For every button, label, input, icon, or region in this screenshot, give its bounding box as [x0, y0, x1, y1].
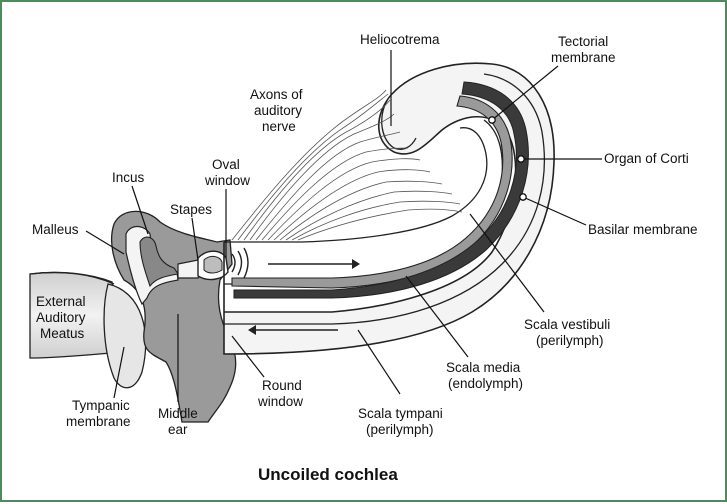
- leader-basilar: [522, 196, 587, 226]
- leader-malleus: [85, 230, 125, 255]
- label-media-1: Scala media: [446, 360, 521, 375]
- label-vestibuli-1: Scala vestibuli: [524, 317, 610, 332]
- label-tympanic-2: membrane: [66, 414, 131, 429]
- leader-stapes: [191, 217, 199, 261]
- ear-canal-upper-edge: [29, 271, 115, 285]
- label-round-1: Round: [262, 378, 302, 393]
- label-organ-corti: Organ of Corti: [604, 151, 689, 166]
- label-tympani-1: Scala tympani: [358, 406, 443, 421]
- label-stapes: Stapes: [170, 202, 212, 217]
- figure-title: Uncoiled cochlea: [258, 465, 398, 484]
- tympanic-membrane-shape: [103, 283, 147, 389]
- label-round-2: window: [257, 394, 303, 409]
- basilar-membrane-band: [233, 81, 529, 299]
- label-tectorial-2: membrane: [551, 50, 616, 65]
- label-heliocotrema: Heliocotrema: [360, 32, 440, 47]
- label-axons-1: Axons of: [250, 87, 303, 102]
- label-basilar: Basilar membrane: [588, 222, 698, 237]
- label-oval-2: window: [204, 173, 250, 188]
- leader-tectorial: [491, 65, 559, 121]
- leader-media: [405, 275, 469, 358]
- dot-basilar: [519, 193, 527, 201]
- leader-incus: [131, 185, 149, 235]
- leader-vestibuli: [469, 213, 545, 313]
- label-eam-1: External: [36, 294, 86, 309]
- dot-tectorial: [488, 116, 496, 124]
- label-media-2: (endolymph): [448, 376, 523, 391]
- flow-arrow-forward-head: [352, 259, 360, 269]
- label-axons-2: auditory: [254, 103, 302, 118]
- label-malleus: Malleus: [32, 222, 79, 237]
- leader-tympanic: [113, 346, 125, 399]
- label-axons-3: nerve: [262, 119, 296, 134]
- label-tympanic-1: Tympanic: [72, 398, 130, 413]
- leader-round: [231, 335, 265, 378]
- flow-arrow-back-head: [248, 325, 256, 335]
- oval-window-inner: [203, 255, 223, 274]
- helicotrema-tip: [381, 93, 417, 150]
- leader-tympani: [357, 329, 401, 395]
- label-middle-2: ear: [168, 422, 188, 437]
- label-vestibuli-2: (perilymph): [536, 333, 604, 348]
- label-incus: Incus: [112, 170, 145, 185]
- dot-organ-corti: [517, 155, 525, 163]
- label-eam-2: Auditory: [36, 310, 86, 325]
- sound-wave-icon: [231, 247, 249, 279]
- scala-vestibuli-canal: [224, 127, 488, 243]
- label-tympani-2: (perilymph): [366, 422, 434, 437]
- label-oval-1: Oval: [212, 157, 240, 172]
- label-eam-3: Meatus: [40, 326, 85, 341]
- auditory-nerve-fan: [231, 89, 463, 241]
- scala-tympani-canal: [224, 73, 545, 325]
- label-middle-1: Middle: [158, 406, 198, 421]
- incus-bone: [139, 236, 179, 288]
- label-tectorial-1: Tectorial: [558, 34, 608, 49]
